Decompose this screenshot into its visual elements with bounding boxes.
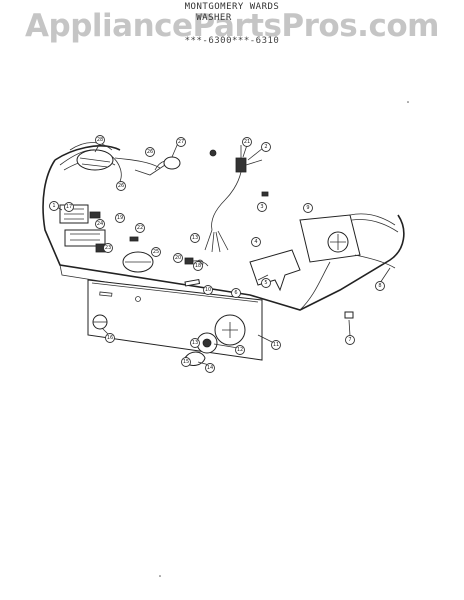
svg-text:16: 16 (107, 335, 113, 341)
callout: 5 (261, 278, 271, 288)
callout: 3 (257, 202, 267, 212)
callout: 15 (181, 357, 191, 367)
svg-text:7: 7 (348, 337, 351, 343)
header-brand: MONTGOMERY WARDS (184, 2, 280, 12)
callout: 16 (105, 333, 115, 343)
timer-assembly (299, 213, 399, 311)
callout: 22 (135, 223, 145, 233)
svg-text:3: 3 (260, 204, 263, 210)
svg-text:13: 13 (192, 235, 198, 241)
callout: 18 (193, 261, 203, 271)
svg-text:20: 20 (175, 255, 181, 261)
callout: 6 (231, 288, 241, 298)
coil-part (134, 156, 181, 176)
callout: 27 (176, 137, 186, 147)
svg-text:22: 22 (137, 225, 143, 231)
svg-text:9: 9 (306, 205, 309, 211)
svg-text:2: 2 (264, 144, 267, 150)
callout: 20 (173, 253, 183, 263)
svg-text:26: 26 (118, 183, 124, 189)
svg-text:1: 1 (52, 203, 55, 209)
callout: 21 (242, 137, 252, 147)
svg-text:24: 24 (97, 221, 103, 227)
control-panel (87, 279, 263, 361)
svg-text:15: 15 (183, 359, 189, 365)
svg-text:26: 26 (147, 149, 153, 155)
header-appliance: WASHER (196, 13, 232, 23)
callout: 13 (190, 233, 200, 243)
callout: 2 (261, 142, 271, 152)
callout: 11 (271, 340, 281, 350)
svg-text:5: 5 (264, 280, 267, 286)
callout: 1 (49, 201, 59, 211)
svg-text:8: 8 (378, 283, 381, 289)
svg-text:28: 28 (97, 137, 103, 143)
svg-text:21: 21 (244, 139, 250, 145)
svg-text:18: 18 (195, 263, 201, 269)
center-switch (122, 236, 209, 273)
svg-text:10: 10 (205, 287, 211, 293)
callout: 26 (145, 147, 155, 157)
callout: 25 (151, 247, 161, 257)
callout: 28 (95, 135, 105, 145)
callout: 19 (115, 213, 125, 223)
callout: 23 (103, 243, 113, 253)
scan-specks (159, 101, 409, 577)
callout: 13 (190, 338, 200, 348)
wire-harness (59, 142, 161, 186)
svg-text:6: 6 (234, 290, 237, 296)
header-model-b: ***-6300***-6310 (184, 36, 280, 46)
callout: 9 (303, 203, 313, 213)
svg-text:27: 27 (178, 139, 184, 145)
callout: 7 (345, 335, 355, 345)
knobs (92, 314, 218, 366)
callouts: 28 27 21 26 2 1 17 19 24 22 23 25 26 20 … (49, 135, 385, 373)
callout: 8 (375, 281, 385, 291)
switch-with-leads (204, 145, 263, 253)
svg-text:11: 11 (273, 342, 279, 348)
svg-text:14: 14 (207, 365, 213, 371)
timer-cover (249, 249, 301, 292)
svg-text:4: 4 (254, 239, 257, 245)
svg-text:12: 12 (237, 347, 243, 353)
callout: 24 (95, 219, 105, 229)
callout: 12 (235, 345, 245, 355)
svg-text:13: 13 (192, 340, 198, 346)
callout: 17 (64, 202, 74, 212)
watermark: AppliancePartsPros.com (25, 8, 439, 44)
svg-text:23: 23 (105, 245, 111, 251)
callout: 26 (116, 181, 126, 191)
svg-text:19: 19 (117, 215, 123, 221)
callout: 14 (205, 363, 215, 373)
small-parts (184, 191, 354, 319)
callout: 10 (203, 285, 213, 295)
svg-text:17: 17 (66, 204, 72, 210)
svg-text:25: 25 (153, 249, 159, 255)
callout: 4 (251, 237, 261, 247)
